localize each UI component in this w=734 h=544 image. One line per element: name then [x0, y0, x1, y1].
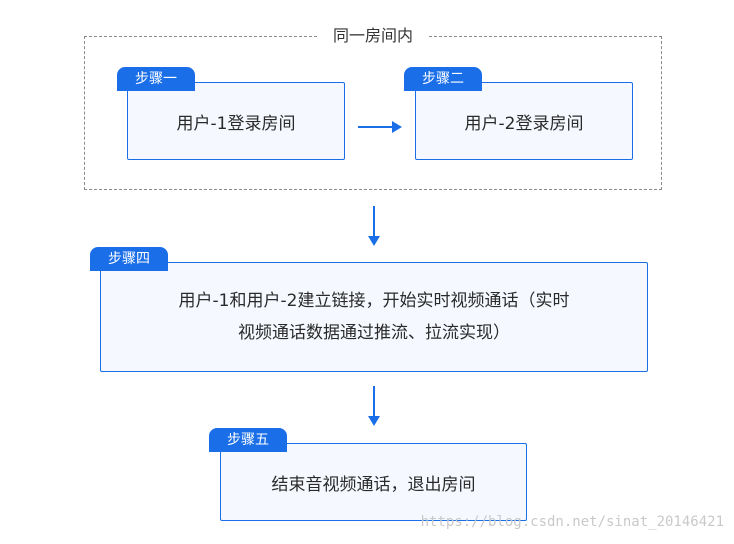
step1-text: 用户-1登录房间 — [176, 113, 296, 134]
step5-text: 结束音视频通话，退出房间 — [271, 474, 476, 495]
arrow-right-icon — [358, 121, 402, 133]
step2-box: 用户-2登录房间 — [415, 82, 633, 160]
step2-tag: 步骤二 — [404, 67, 482, 91]
step4-box: 用户-1和用户-2建立链接，开始实时视频通话（实时 视频通话数据通过推流、拉流实… — [100, 262, 648, 372]
step1-box: 用户-1登录房间 — [127, 82, 345, 160]
group-title: 同一房间内 — [318, 24, 428, 48]
arrow-down-icon — [368, 386, 380, 426]
step4-text-line1: 用户-1和用户-2建立链接，开始实时视频通话（实时 — [178, 291, 570, 311]
step5-box: 结束音视频通话，退出房间 — [220, 443, 527, 521]
step2-text: 用户-2登录房间 — [464, 113, 584, 134]
step4-tag: 步骤四 — [90, 247, 168, 271]
step5-tag: 步骤五 — [209, 428, 287, 452]
arrow-down-icon — [368, 206, 380, 246]
watermark: https://blog.csdn.net/sinat_20146421 — [420, 514, 724, 530]
step1-tag: 步骤一 — [117, 67, 195, 91]
step4-text-line2: 视频通话数据通过推流、拉流实现） — [238, 323, 510, 343]
